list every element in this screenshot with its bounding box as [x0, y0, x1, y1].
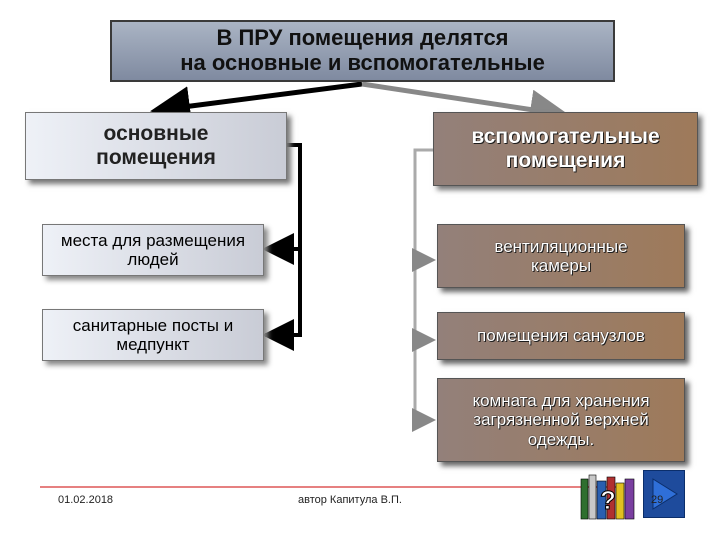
right-bracket: [413, 148, 433, 420]
footer-date: 01.02.2018: [58, 494, 114, 506]
arrow-to-main-left: [150, 81, 363, 127]
books-help-icon[interactable]: ?: [580, 473, 636, 521]
auxiliary-rooms-box: вспомогательные помещения: [433, 112, 698, 186]
left-item-people: места для размещения людей: [42, 224, 264, 276]
right-item-label: помещения санузлов: [477, 326, 645, 346]
page-number: 29: [651, 494, 664, 506]
svg-text:?: ?: [600, 485, 616, 515]
title-line-1: В ПРУ помещения делятся: [216, 25, 509, 51]
title-line-2: на основные и вспомогательные: [180, 50, 545, 75]
footer-author: автор Капитула В.П.: [298, 494, 402, 506]
main-rooms-box: основные помещения: [25, 112, 287, 180]
right-item-label: комната для хранения загрязненной верхне…: [472, 391, 650, 449]
main-rooms-label: основные помещения: [96, 122, 216, 169]
next-slide-icon: [652, 478, 678, 510]
right-item-clothes-room: комната для хранения загрязненной верхне…: [437, 378, 685, 462]
left-item-label: места для размещения людей: [60, 230, 246, 269]
right-item-toilets: помещения санузлов: [437, 312, 685, 360]
right-item-ventilation: вентиляционные камеры: [437, 224, 685, 288]
next-slide-button[interactable]: [643, 470, 685, 518]
right-item-label: вентиляционные камеры: [494, 236, 628, 275]
arrow-to-main-right: [361, 81, 570, 130]
auxiliary-rooms-label: вспомогательные помещения: [471, 125, 660, 172]
slide-title: В ПРУ помещения делятся на основные и вс…: [110, 20, 615, 82]
left-item-label: санитарные посты и медпункт: [72, 315, 234, 354]
left-item-medical: санитарные посты и медпункт: [42, 309, 264, 361]
